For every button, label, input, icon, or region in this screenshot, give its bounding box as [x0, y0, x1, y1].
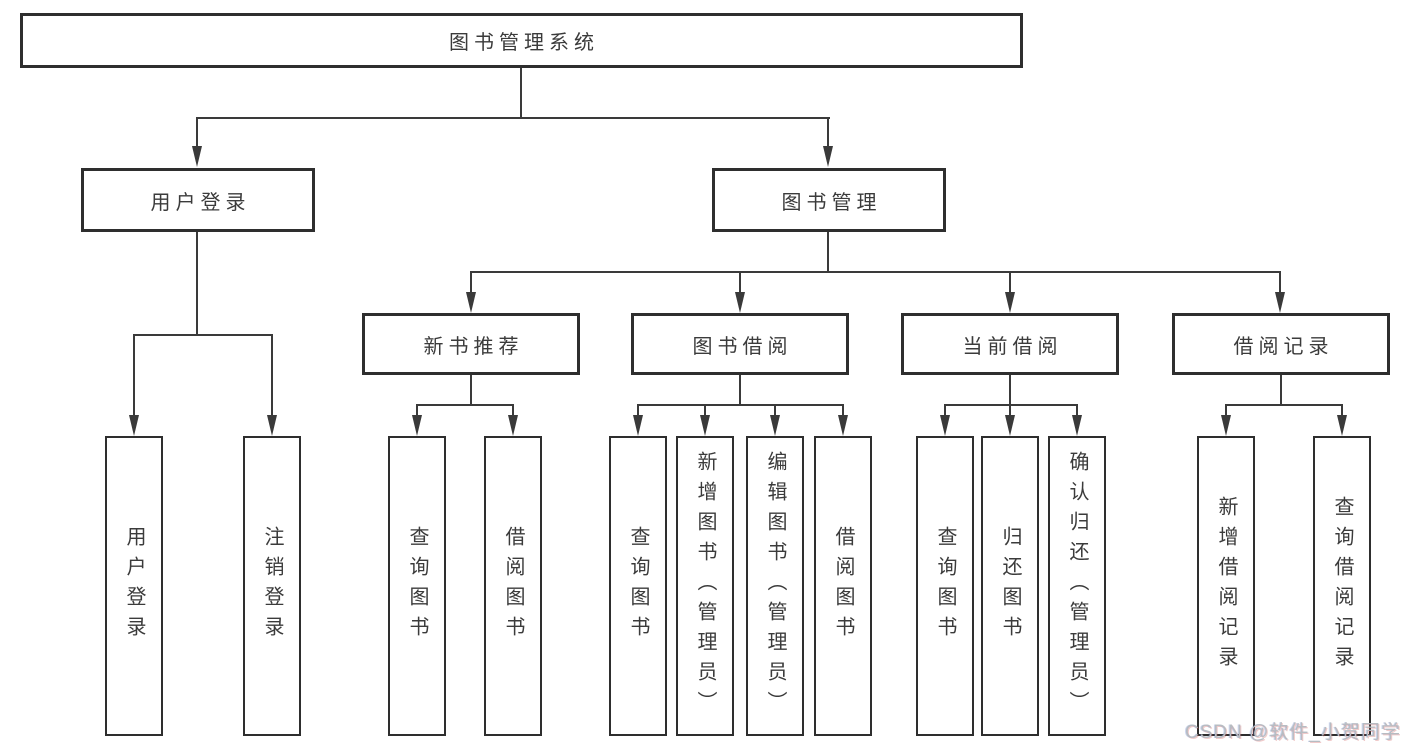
connector-vline: [1280, 375, 1282, 405]
connector-vline: [133, 334, 135, 416]
connector-vline: [827, 117, 829, 147]
connector-vline: [1009, 271, 1011, 293]
connector-hline: [196, 117, 830, 119]
leaf-user-login: 用户登录: [105, 436, 163, 736]
arrowhead-down: [1337, 415, 1347, 436]
arrowhead-down: [1005, 415, 1015, 436]
connector-vline: [774, 404, 776, 417]
connector-vline: [470, 375, 472, 405]
leaf-label: 借阅图书: [832, 526, 854, 646]
arrowhead-down: [1221, 415, 1231, 436]
leaf-label: 确认归还（管理员）: [1066, 451, 1088, 721]
connector-vline: [704, 404, 706, 417]
arrowhead-down: [1005, 292, 1015, 313]
leaf-label: 借阅图书: [502, 526, 524, 646]
arrowhead-down: [508, 415, 518, 436]
arrowhead-down: [267, 415, 277, 436]
connector-vline: [637, 404, 639, 417]
connector-vline: [827, 232, 829, 272]
arrowhead-down: [1072, 415, 1082, 436]
connector-vline: [1225, 404, 1227, 417]
connector-vline: [739, 271, 741, 293]
connector-vline: [1341, 404, 1343, 417]
node-label: 图书管理: [781, 191, 882, 214]
connector-vline: [842, 404, 844, 417]
leaf-query-books-current: 查询图书: [916, 436, 974, 736]
leaf-label: 编辑图书（管理员）: [764, 451, 786, 721]
leaf-label: 归还图书: [999, 526, 1021, 646]
leaf-query-books-borrowing: 查询图书: [609, 436, 667, 736]
node-current-borrowing: 当前借阅: [901, 313, 1119, 375]
node-label: 图书管理系统: [449, 32, 599, 54]
leaf-label: 用户登录: [123, 526, 145, 646]
connector-vline: [739, 375, 741, 405]
leaf-query-books-recommend: 查询图书: [388, 436, 446, 736]
arrowhead-down: [129, 415, 139, 436]
leaf-label: 注销登录: [261, 526, 283, 646]
connector-vline: [1279, 271, 1281, 293]
arrowhead-down: [770, 415, 780, 436]
leaf-add-books-admin: 新增图书（管理员）: [676, 436, 734, 736]
node-label: 借阅记录: [1233, 335, 1334, 358]
connector-vline: [944, 404, 946, 417]
connector-vline: [1009, 404, 1011, 417]
connector-vline: [512, 404, 514, 417]
arrowhead-down: [940, 415, 950, 436]
leaf-confirm-return-admin: 确认归还（管理员）: [1048, 436, 1106, 736]
node-label: 用户登录: [150, 191, 251, 214]
connector-vline: [196, 117, 198, 147]
arrowhead-down: [1275, 292, 1285, 313]
arrowhead-down: [700, 415, 710, 436]
leaf-label: 查询图书: [934, 526, 956, 646]
arrowhead-down: [823, 146, 833, 167]
leaf-return-books: 归还图书: [981, 436, 1039, 736]
connector-hline: [416, 404, 514, 406]
connector-hline: [470, 271, 1281, 273]
arrowhead-down: [633, 415, 643, 436]
connector-vline: [520, 68, 522, 119]
leaf-borrow-books-borrowing: 借阅图书: [814, 436, 872, 736]
node-book-management-system: 图书管理系统: [20, 13, 1023, 68]
arrowhead-down: [412, 415, 422, 436]
connector-hline: [637, 404, 844, 406]
connector-hline: [1225, 404, 1343, 406]
connector-vline: [1009, 375, 1011, 405]
connector-vline: [470, 271, 472, 293]
csdn-watermark: CSDN @软件_小贺同学: [1185, 722, 1401, 743]
node-book-management: 图书管理: [712, 168, 946, 232]
node-label: 新书推荐: [423, 335, 524, 358]
node-label: 图书借阅: [692, 335, 793, 358]
node-book-borrowing: 图书借阅: [631, 313, 849, 375]
leaf-label: 新增借阅记录: [1215, 496, 1237, 676]
leaf-edit-books-admin: 编辑图书（管理员）: [746, 436, 804, 736]
leaf-add-borrow-record: 新增借阅记录: [1197, 436, 1255, 736]
node-new-book-recommend: 新书推荐: [362, 313, 580, 375]
arrowhead-down: [192, 146, 202, 167]
leaf-label: 新增图书（管理员）: [694, 451, 716, 721]
node-user-login: 用户登录: [81, 168, 315, 232]
leaf-borrow-books-recommend: 借阅图书: [484, 436, 542, 736]
leaf-label: 查询图书: [406, 526, 428, 646]
leaf-label: 查询借阅记录: [1331, 496, 1353, 676]
leaf-logout: 注销登录: [243, 436, 301, 736]
connector-vline: [1076, 404, 1078, 417]
node-label: 当前借阅: [962, 335, 1063, 358]
connector-vline: [416, 404, 418, 417]
arrowhead-down: [838, 415, 848, 436]
connector-hline: [944, 404, 1078, 406]
connector-hline: [133, 334, 273, 336]
leaf-query-borrow-record: 查询借阅记录: [1313, 436, 1371, 736]
connector-vline: [196, 232, 198, 335]
arrowhead-down: [735, 292, 745, 313]
arrowhead-down: [466, 292, 476, 313]
connector-vline: [271, 334, 273, 416]
leaf-label: 查询图书: [627, 526, 649, 646]
node-borrow-records: 借阅记录: [1172, 313, 1390, 375]
